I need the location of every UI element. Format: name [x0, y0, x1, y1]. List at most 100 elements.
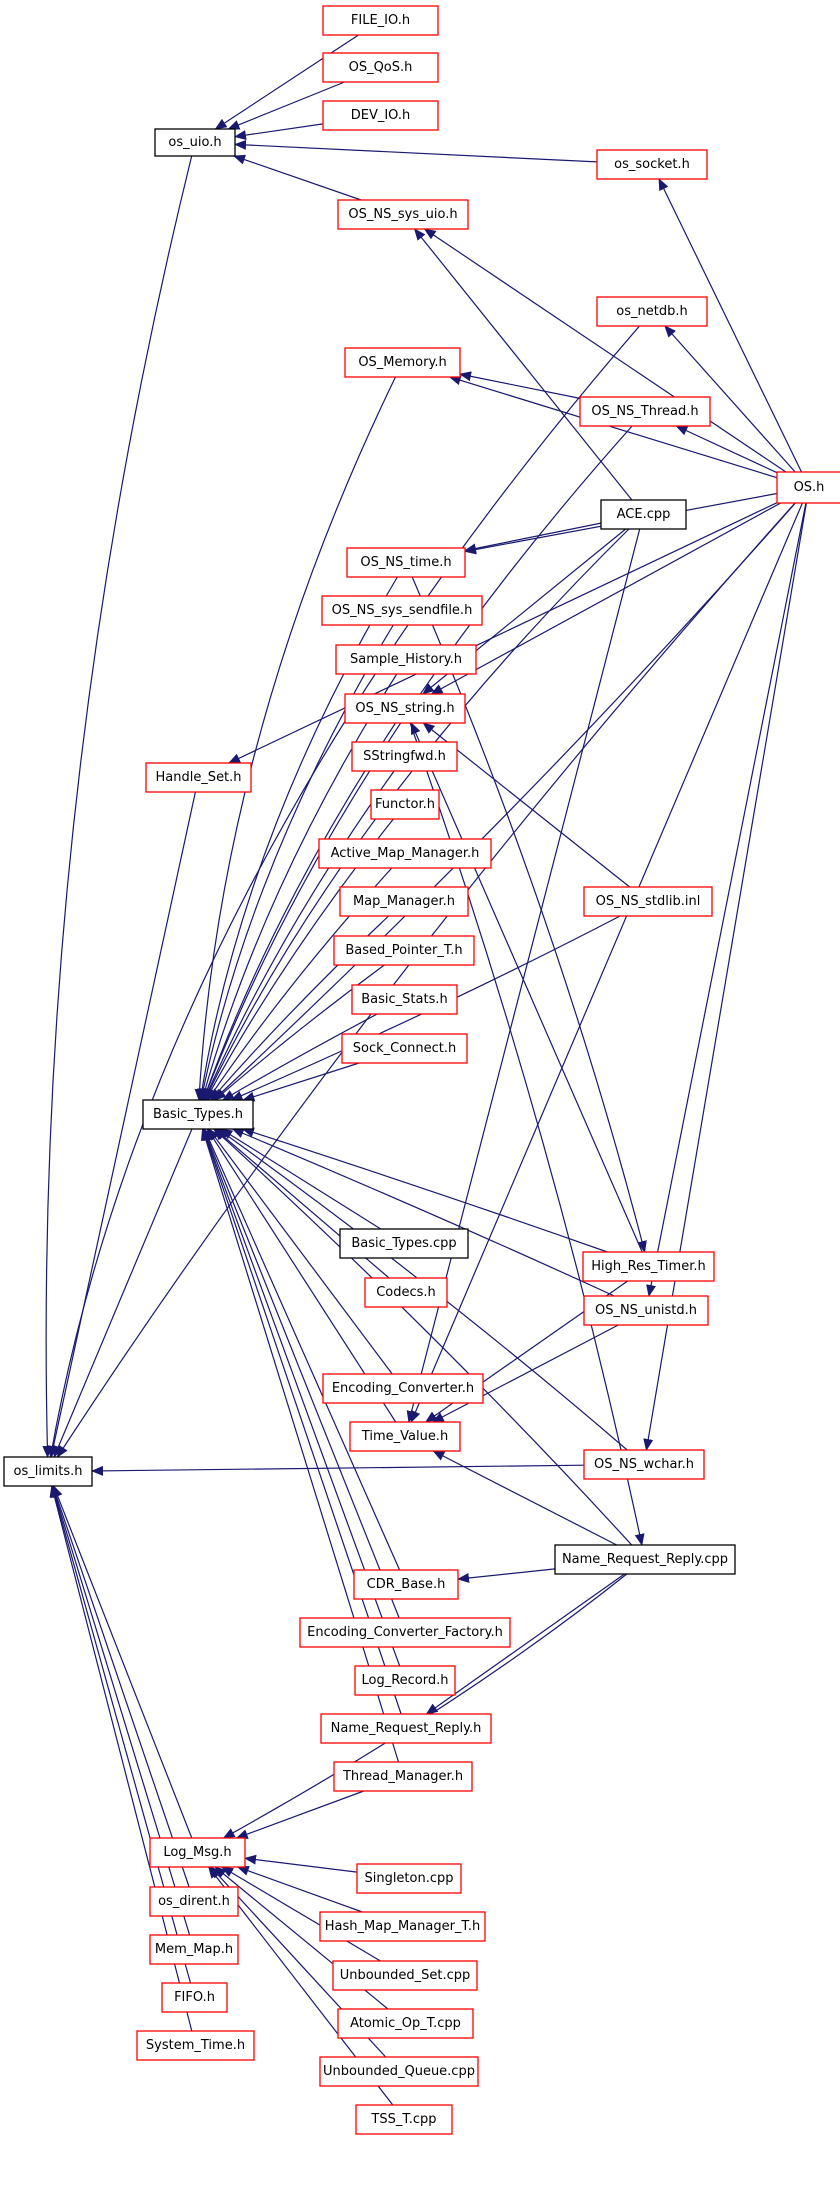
node-label: Name_Request_Reply.h — [331, 1721, 482, 1736]
node-basic-stats[interactable]: Basic_Stats.h — [351, 984, 458, 1015]
edge-dev_io-to-os_uio — [234, 123, 324, 141]
node-atomic-op-t[interactable]: Atomic_Op_T.cpp — [337, 2008, 474, 2039]
node-ace-cpp[interactable]: ACE.cpp — [600, 499, 687, 530]
node-map-manager[interactable]: Map_Manager.h — [339, 886, 469, 917]
node-basic-types-h[interactable]: Basic_Types.h — [142, 1099, 254, 1130]
edge-ace_cpp-to-os_ns_time — [464, 522, 602, 554]
node-dev-io[interactable]: DEV_IO.h — [322, 100, 439, 131]
edge-log_msg-to-os_limits — [53, 1485, 193, 1839]
node-box — [136, 2030, 255, 2061]
node-cdr-base[interactable]: CDR_Base.h — [353, 1569, 459, 1600]
node-label: OS.h — [794, 480, 825, 495]
node-box — [583, 1449, 705, 1480]
edge-basic_types_cpp-to-basic_types_h — [220, 1128, 382, 1230]
node-functor[interactable]: Functor.h — [370, 789, 440, 820]
edge-os_h-to-os_socket — [658, 178, 803, 473]
node-active-map-manager[interactable]: Active_Map_Manager.h — [318, 838, 492, 869]
node-box — [583, 1295, 709, 1326]
edge-os_dirent-to-os_limits — [51, 1485, 190, 1888]
node-label: Thread_Manager.h — [342, 1769, 463, 1784]
node-encoding-converter-factory[interactable]: Encoding_Converter_Factory.h — [299, 1617, 511, 1648]
edge-os_h-to-os_ns_string — [430, 502, 781, 695]
node-file-io[interactable]: FILE_IO.h — [322, 5, 439, 36]
node-box — [319, 2056, 479, 2087]
node-sstringfwd[interactable]: SStringfwd.h — [351, 741, 458, 772]
node-label: OS_QoS.h — [349, 60, 413, 75]
edge-os_ns_wchar-to-os_limits — [91, 1464, 585, 1476]
node-box — [154, 128, 236, 157]
node-label: Sample_History.h — [350, 652, 462, 667]
node-box — [145, 762, 252, 793]
node-label: OS_Memory.h — [358, 355, 446, 370]
node-fifo[interactable]: FIFO.h — [161, 1982, 228, 2013]
node-unbounded-set[interactable]: Unbounded_Set.cpp — [332, 1960, 478, 1991]
node-encoding-converter[interactable]: Encoding_Converter.h — [322, 1373, 484, 1404]
node-name-request-reply-h[interactable]: Name_Request_Reply.h — [320, 1713, 492, 1744]
node-label: OS_NS_sys_sendfile.h — [332, 603, 473, 618]
node-hash-map-manager-t[interactable]: Hash_Map_Manager_T.h — [319, 1911, 486, 1942]
edge-os_qos-to-os_uio — [227, 81, 345, 130]
node-mem-map[interactable]: Mem_Map.h — [149, 1934, 239, 1965]
node-system-time[interactable]: System_Time.h — [136, 2030, 255, 2061]
node-label: ACE.cpp — [617, 507, 671, 522]
node-sample-history[interactable]: Sample_History.h — [335, 644, 477, 675]
node-os-ns-thread[interactable]: OS_NS_Thread.h — [579, 396, 711, 427]
edge-os_h-to-os_limits — [56, 502, 796, 1458]
node-based-pointer-t[interactable]: Based_Pointer_T.h — [333, 935, 475, 966]
node-log-record[interactable]: Log_Record.h — [354, 1665, 456, 1696]
node-os-memory[interactable]: OS_Memory.h — [344, 347, 461, 378]
edge-os_ns_unistd-to-basic_types_h — [231, 1128, 615, 1297]
node-os-socket[interactable]: os_socket.h — [596, 149, 708, 180]
node-os-ns-unistd[interactable]: OS_NS_unistd.h — [583, 1295, 709, 1326]
node-basic-types-cpp[interactable]: Basic_Types.cpp — [339, 1228, 469, 1259]
node-label: Hash_Map_Manager_T.h — [325, 1919, 480, 1934]
node-os-ns-time[interactable]: OS_NS_time.h — [346, 547, 466, 578]
node-singleton[interactable]: Singleton.cpp — [356, 1863, 462, 1894]
node-box — [333, 935, 475, 966]
node-box — [318, 838, 492, 869]
edge-encoding_converter-to-basic_types_h — [208, 1128, 393, 1375]
edge-based_pointer_t-to-basic_types_h — [214, 964, 385, 1101]
node-os-ns-sys-uio[interactable]: OS_NS_sys_uio.h — [337, 199, 469, 230]
node-label: Log_Record.h — [361, 1673, 448, 1688]
node-os-limits[interactable]: os_limits.h — [3, 1456, 93, 1487]
edge-ace_cpp-to-os_ns_sys_uio — [413, 228, 633, 501]
node-label: Encoding_Converter.h — [332, 1381, 474, 1396]
edge-basic_stats-to-basic_types_h — [221, 1013, 378, 1101]
edge-os_ns_sys_sendfile-to-basic_types_h — [198, 624, 394, 1101]
node-label: OS_NS_wchar.h — [594, 1457, 694, 1472]
node-sock-connect[interactable]: Sock_Connect.h — [341, 1033, 468, 1064]
node-codecs[interactable]: Codecs.h — [364, 1277, 448, 1308]
node-box — [356, 1863, 462, 1894]
node-os-ns-stdlib[interactable]: OS_NS_stdlib.inl — [583, 886, 713, 917]
node-box — [596, 296, 708, 327]
node-tss-t[interactable]: TSS_T.cpp — [355, 2104, 453, 2135]
edge-os_h-to-os_ns_thread — [675, 425, 778, 474]
node-log-msg[interactable]: Log_Msg.h — [149, 1837, 246, 1868]
edge-thread_manager-to-log_msg — [235, 1790, 365, 1839]
node-high-res-timer[interactable]: High_Res_Timer.h — [582, 1251, 715, 1282]
node-handle-set[interactable]: Handle_Set.h — [145, 762, 252, 793]
node-name-request-reply-cpp[interactable]: Name_Request_Reply.cpp — [554, 1544, 736, 1575]
node-os-dirent[interactable]: os_dirent.h — [149, 1886, 239, 1917]
node-os-ns-string[interactable]: OS_NS_string.h — [344, 693, 466, 724]
node-label: OS_NS_stdlib.inl — [596, 894, 701, 909]
node-label: Mem_Map.h — [155, 1942, 233, 1957]
node-label: os_netdb.h — [616, 304, 687, 319]
node-os-ns-wchar[interactable]: OS_NS_wchar.h — [583, 1449, 705, 1480]
node-os-netdb[interactable]: os_netdb.h — [596, 296, 708, 327]
node-label: Time_Value.h — [361, 1429, 448, 1444]
edge-os_ns_unistd-to-time_value — [431, 1324, 619, 1423]
node-box — [337, 199, 469, 230]
node-time-value[interactable]: Time_Value.h — [349, 1421, 461, 1452]
node-thread-manager[interactable]: Thread_Manager.h — [333, 1761, 473, 1792]
node-unbounded-queue[interactable]: Unbounded_Queue.cpp — [319, 2056, 479, 2087]
node-os-h[interactable]: OS.h — [776, 471, 840, 504]
node-os-uio[interactable]: os_uio.h — [154, 128, 236, 157]
edge-encoding_converter_factory-to-basic_types_h — [203, 1128, 400, 1619]
node-label: OS_NS_time.h — [360, 555, 451, 570]
node-os-ns-sys-sendfile[interactable]: OS_NS_sys_sendfile.h — [321, 595, 483, 626]
edge-os_memory-to-basic_types_h — [194, 376, 397, 1101]
node-os-qos[interactable]: OS_QoS.h — [322, 52, 439, 83]
edge-os_uio-to-os_limits — [42, 155, 193, 1458]
